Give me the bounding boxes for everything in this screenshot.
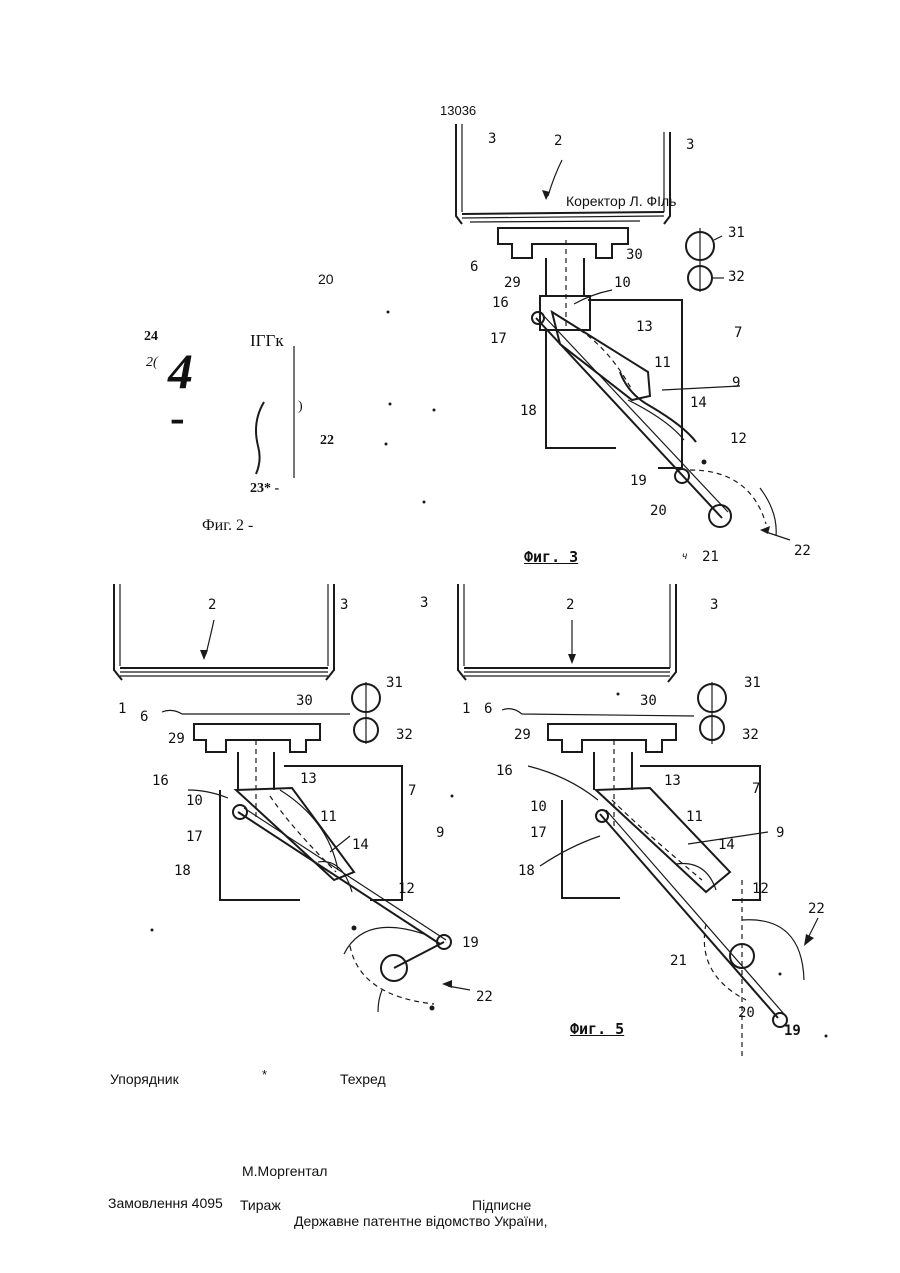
fig2-caption: Фиг. 2 - bbox=[202, 518, 253, 534]
fig5-ref-32: 32 bbox=[742, 728, 759, 742]
fig4-ref-31: 31 bbox=[386, 676, 403, 690]
fig4-ref-19: 19 bbox=[462, 936, 479, 950]
fig3-caption: Фиг. 3 bbox=[524, 550, 578, 565]
fig2-ref-paren: ) bbox=[298, 400, 303, 414]
techred-label: Техред bbox=[340, 1072, 386, 1086]
fig5-drawing bbox=[458, 584, 818, 1060]
order-number: Замовлення 4095 bbox=[108, 1196, 223, 1210]
fig2-ref-2p: 2( bbox=[146, 356, 158, 370]
fig4-ref-6: 6 bbox=[140, 710, 148, 724]
subscription-label: Підписне bbox=[472, 1198, 531, 1212]
fig5-ref-11: 11 bbox=[686, 810, 703, 824]
fig3-ref-10: 10 bbox=[614, 276, 631, 290]
fig5-ref-2: 2 bbox=[566, 598, 574, 612]
fig2-ref-22: 22 bbox=[320, 434, 334, 448]
fig5-ref-6: 6 bbox=[484, 702, 492, 716]
fig3-ref-21: 21 bbox=[702, 550, 719, 564]
fig2-ref-20: 20 bbox=[318, 272, 334, 286]
fig3-ref-29: 29 bbox=[504, 276, 521, 290]
fig4-ref-3: 3 bbox=[340, 598, 348, 612]
compiler-label: Упорядник bbox=[110, 1072, 179, 1086]
fig4-drawing bbox=[114, 584, 470, 1012]
fig4-ref-12: 12 bbox=[398, 882, 415, 896]
fig3-ref-3a: 3 bbox=[488, 132, 496, 146]
fig5-ref-12: 12 bbox=[752, 882, 769, 896]
fig3-stray-mark: ч bbox=[682, 552, 687, 562]
fig4-ref-29: 29 bbox=[168, 732, 185, 746]
document-number: 13036 bbox=[440, 104, 476, 117]
fig2-ref-23: 23* - bbox=[250, 482, 279, 496]
fig3-ref-14: 14 bbox=[690, 396, 707, 410]
fig5-ref-22: 22 bbox=[808, 902, 825, 916]
fig4-ref-2: 2 bbox=[208, 598, 216, 612]
fig5-ref-31: 31 bbox=[744, 676, 761, 690]
editor-name: М.Моргентал bbox=[242, 1164, 327, 1178]
fig3-ref-30: 30 bbox=[626, 248, 643, 262]
fig5-ref-21: 21 bbox=[670, 954, 687, 968]
fig5-ref-13: 13 bbox=[664, 774, 681, 788]
fig5-ref-9: 9 bbox=[776, 826, 784, 840]
fig5-ref-3b: 3 bbox=[710, 598, 718, 612]
fig5-ref-18: 18 bbox=[518, 864, 535, 878]
fig3-ref-19: 19 bbox=[630, 474, 647, 488]
fig3-ref-2: 2 bbox=[554, 134, 562, 148]
fig4-ref-30: 30 bbox=[296, 694, 313, 708]
fig4-ref-14: 14 bbox=[352, 838, 369, 852]
fig5-ref-16: 16 bbox=[496, 764, 513, 778]
fig4-ref-13: 13 bbox=[300, 772, 317, 786]
fig3-ref-7: 7 bbox=[734, 326, 742, 340]
fig2-ref-iig: IГГк bbox=[250, 332, 284, 349]
fig3-ref-20: 20 bbox=[650, 504, 667, 518]
fig5-ref-19: 19 bbox=[784, 1024, 801, 1038]
fig4-ref-9: 9 bbox=[436, 826, 444, 840]
corrector-line: Коректор Л. ФІль bbox=[566, 194, 676, 208]
fig3-ref-31: 31 bbox=[728, 226, 745, 240]
fig3-ref-3b: 3 bbox=[686, 138, 694, 152]
fig5-ref-14: 14 bbox=[718, 838, 735, 852]
fig2-ref-dash: - bbox=[170, 396, 185, 440]
fig4-ref-10: 10 bbox=[186, 794, 203, 808]
fig5-ref-1: 1 bbox=[462, 702, 470, 716]
footer-star: * bbox=[262, 1068, 267, 1081]
fig3-ref-16: 16 bbox=[492, 296, 509, 310]
fig3-ref-17: 17 bbox=[490, 332, 507, 346]
fig3-ref-12: 12 bbox=[730, 432, 747, 446]
fig4-ref-16: 16 bbox=[152, 774, 169, 788]
fig2-drawing bbox=[256, 346, 294, 478]
fig5-ref-30: 30 bbox=[640, 694, 657, 708]
circulation-label: Тираж bbox=[240, 1198, 281, 1212]
fig5-ref-7: 7 bbox=[752, 782, 760, 796]
patent-office-line: Державне патентне відомство України, bbox=[294, 1214, 548, 1228]
fig3-ref-18: 18 bbox=[520, 404, 537, 418]
fig3-ref-32: 32 bbox=[728, 270, 745, 284]
fig5-ref-3a: 3 bbox=[420, 596, 428, 610]
fig3-ref-9: 9 bbox=[732, 376, 740, 390]
fig4-ref-7: 7 bbox=[408, 784, 416, 798]
fig5-ref-10: 10 bbox=[530, 800, 547, 814]
fig2-ref-4: 4 bbox=[168, 346, 193, 396]
fig4-ref-11: 11 bbox=[320, 810, 337, 824]
fig4-ref-1: 1 bbox=[118, 702, 126, 716]
fig2-ref-24: 24 bbox=[144, 330, 158, 344]
fig4-ref-17: 17 bbox=[186, 830, 203, 844]
fig3-ref-11: 11 bbox=[654, 356, 671, 370]
fig5-ref-20: 20 bbox=[738, 1006, 755, 1020]
fig4-ref-22: 22 bbox=[476, 990, 493, 1004]
fig4-ref-32: 32 bbox=[396, 728, 413, 742]
fig3-ref-22: 22 bbox=[794, 544, 811, 558]
fig5-ref-29: 29 bbox=[514, 728, 531, 742]
fig5-ref-17: 17 bbox=[530, 826, 547, 840]
fig4-ref-18: 18 bbox=[174, 864, 191, 878]
fig3-ref-13: 13 bbox=[636, 320, 653, 334]
stray-dots bbox=[151, 311, 828, 1038]
fig5-caption: Фиг. 5 bbox=[570, 1022, 624, 1037]
fig3-ref-6: 6 bbox=[470, 260, 478, 274]
